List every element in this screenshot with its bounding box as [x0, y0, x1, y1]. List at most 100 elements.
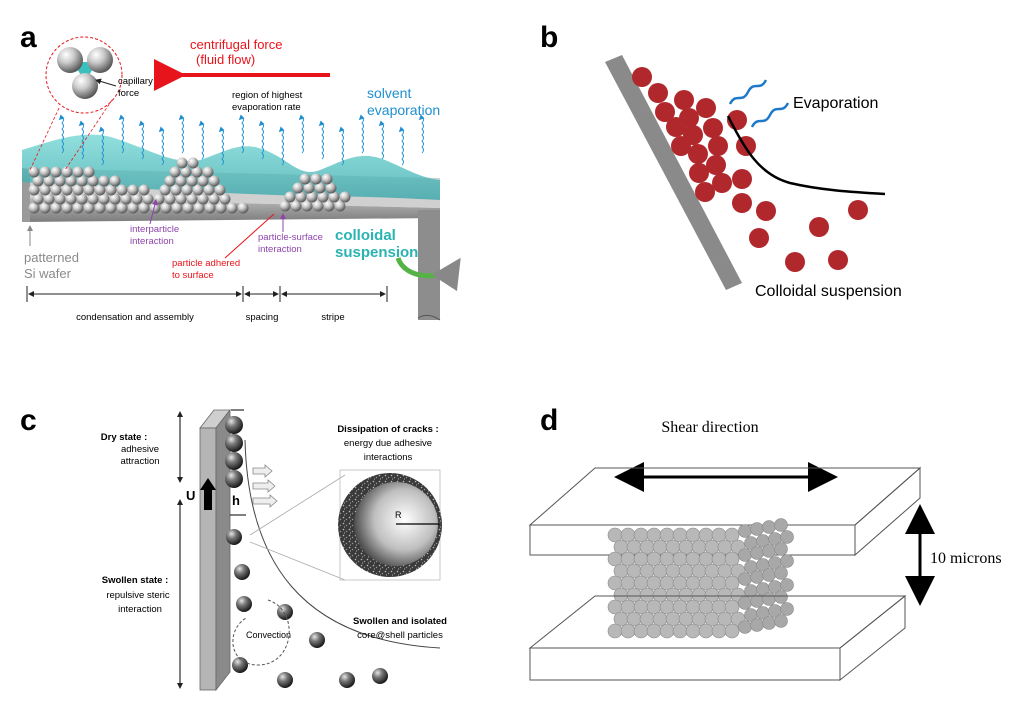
red-particle — [732, 193, 752, 213]
red-particle — [632, 67, 652, 87]
colloidal-label-2: suspension — [335, 244, 418, 261]
particle — [54, 193, 66, 205]
adhered-label-2: to surface — [172, 270, 214, 281]
lattice-particle — [774, 614, 788, 628]
particle — [186, 175, 198, 187]
particle — [187, 157, 199, 169]
lattice-particle — [724, 623, 740, 639]
particle — [208, 193, 220, 205]
particle — [203, 184, 215, 196]
particle — [109, 175, 121, 187]
red-particle — [696, 98, 716, 118]
particle — [290, 200, 302, 212]
lattice-particle — [620, 623, 636, 639]
wafer-label-2: Si wafer — [24, 266, 72, 281]
substrate-slab — [199, 408, 231, 692]
dry-particles — [225, 416, 243, 488]
red-particle — [732, 169, 752, 189]
particle — [314, 182, 326, 194]
particle — [208, 175, 220, 187]
panel-c-letter: c — [20, 404, 37, 437]
dim-stripe-label: stripe — [321, 312, 344, 323]
particle — [339, 191, 351, 203]
h-label: h — [232, 493, 240, 508]
particle — [303, 182, 315, 194]
evaporation-wave — [78, 120, 85, 160]
particle — [202, 166, 214, 178]
panel-b: b Evaporation Colloidal suspension — [540, 21, 902, 300]
particle — [105, 184, 117, 196]
lattice-particle — [698, 623, 714, 639]
lattice-particle — [750, 570, 764, 584]
lattice-particle — [659, 623, 675, 639]
red-particle — [674, 90, 694, 110]
particle — [176, 157, 188, 169]
red-particle — [671, 136, 691, 156]
lattice-particle — [646, 623, 662, 639]
lattice-particle — [711, 623, 727, 639]
microns-label: 10 microns — [930, 550, 1002, 567]
particle — [61, 184, 73, 196]
red-particle — [809, 217, 829, 237]
particle — [175, 193, 187, 205]
particle — [28, 184, 40, 196]
particle — [94, 202, 106, 214]
panel-d-letter: d — [540, 404, 558, 437]
evaporation-wave — [178, 114, 185, 154]
particle — [39, 166, 51, 178]
particle — [299, 173, 311, 185]
particle — [317, 191, 329, 203]
particle — [54, 175, 66, 187]
particle — [72, 202, 84, 214]
particle — [65, 193, 77, 205]
particle — [87, 175, 99, 187]
red-particle — [695, 182, 715, 202]
evaporation-wave-2 — [750, 102, 790, 128]
red-particle — [648, 83, 668, 103]
particle — [138, 202, 150, 214]
particle — [310, 173, 322, 185]
convection-arrow — [232, 599, 290, 666]
particle — [159, 184, 171, 196]
adhered-label-1: particle adhered — [172, 258, 240, 269]
particle — [181, 184, 193, 196]
particle — [284, 191, 296, 203]
evaporation-arrows — [58, 114, 425, 166]
particle — [83, 184, 95, 196]
particle — [226, 202, 238, 214]
particle — [292, 182, 304, 194]
red-particle — [706, 155, 726, 175]
particle — [98, 193, 110, 205]
red-particle — [848, 200, 868, 220]
evaporation-wave — [318, 120, 325, 160]
isolated-label-2: core@shell particles — [357, 630, 443, 641]
centrifugal-label-1: centrifugal force — [190, 37, 283, 52]
lattice-particle — [780, 554, 794, 568]
evaporation-wave — [138, 120, 145, 160]
interparticle-label-2: interaction — [130, 236, 174, 247]
particle — [43, 193, 55, 205]
lattice-particle — [780, 578, 794, 592]
evaporation-wave — [218, 126, 225, 166]
lattice-particle — [685, 623, 701, 639]
particle — [193, 202, 205, 214]
evaporation-wave — [98, 126, 105, 166]
red-particle — [708, 136, 728, 156]
particle — [32, 193, 44, 205]
particle — [61, 166, 73, 178]
particle — [328, 191, 340, 203]
particle — [72, 166, 84, 178]
particle — [83, 202, 95, 214]
u-label: U — [186, 488, 195, 503]
particle — [215, 202, 227, 214]
lattice-particle — [724, 599, 740, 615]
solvent-label-1: solvent — [367, 85, 411, 101]
lattice-particle — [762, 520, 776, 534]
lattice-particle — [607, 623, 623, 639]
particle — [109, 193, 121, 205]
particle — [171, 202, 183, 214]
particle — [94, 184, 106, 196]
lattice-particle — [750, 522, 764, 536]
lattice-particle — [774, 590, 788, 604]
lattice-particle — [774, 566, 788, 580]
